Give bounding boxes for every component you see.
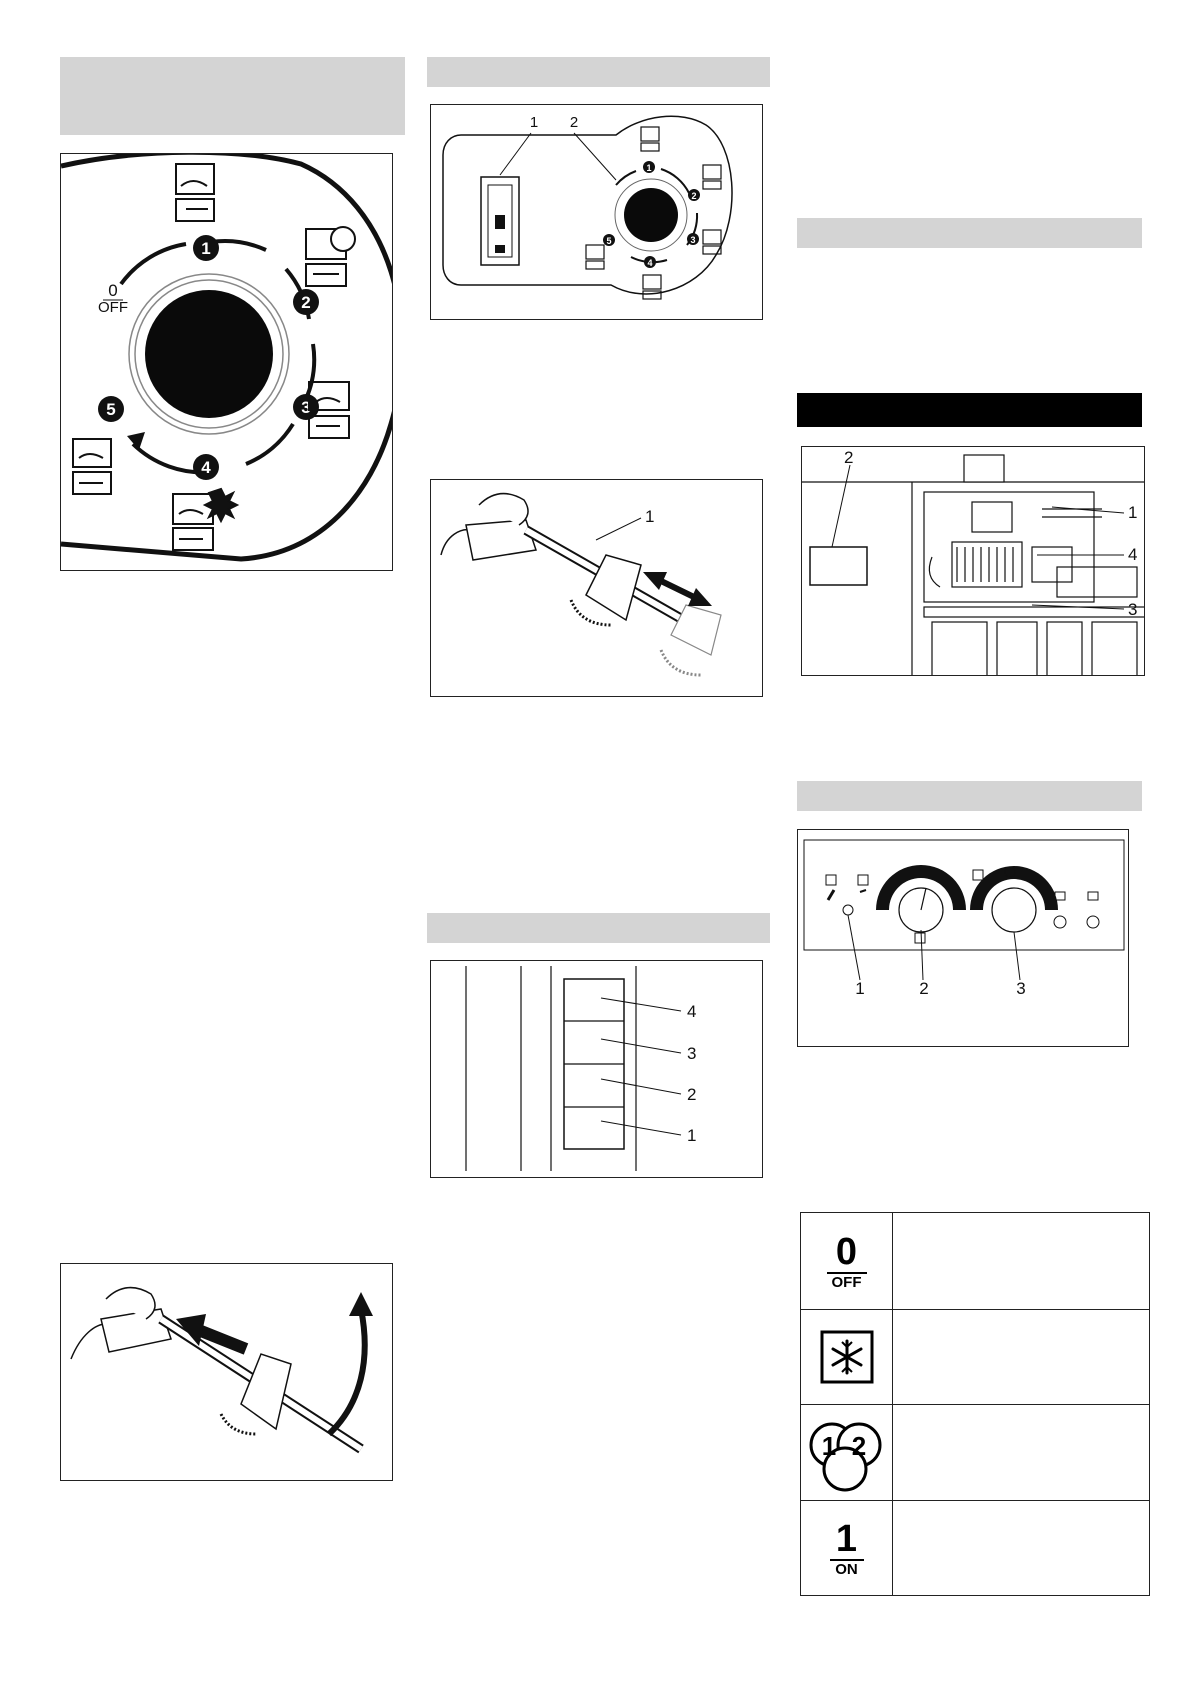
off-label-zero: 0 <box>108 281 117 300</box>
program-icon-1 <box>175 163 215 222</box>
symbol-row-frost <box>801 1309 1149 1404</box>
callout-4: 4 <box>687 1002 696 1021</box>
svg-text:4: 4 <box>647 258 652 268</box>
program-icon-5 <box>72 438 112 495</box>
symbol-table: 0 OFF <box>800 1212 1150 1596</box>
callout-3: 3 <box>1016 979 1025 998</box>
section-header-band <box>60 57 405 135</box>
svg-text:5: 5 <box>606 236 611 246</box>
section-header-band <box>427 57 770 87</box>
frost-protection-icon <box>801 1310 893 1404</box>
svg-text:1: 1 <box>646 163 651 173</box>
figure-brush-push: 1 <box>430 479 763 697</box>
callout-2: 2 <box>919 979 928 998</box>
figure-slots: 4 3 2 1 <box>430 960 763 1178</box>
callout-3: 3 <box>1128 600 1137 619</box>
section-header-band <box>797 218 1142 248</box>
svg-text:3: 3 <box>301 398 310 417</box>
svg-text:2: 2 <box>691 191 696 201</box>
svg-text:2: 2 <box>851 1431 865 1461</box>
warning-header-band <box>797 393 1142 427</box>
on-symbol-icon: 1 ON <box>801 1501 893 1595</box>
callout-4: 4 <box>1128 545 1137 564</box>
off-label-text: OFF <box>98 299 128 316</box>
callout-1: 1 <box>645 507 654 526</box>
dial-position-4: 4 <box>193 454 219 480</box>
svg-text:3: 3 <box>690 235 695 245</box>
callout-1: 1 <box>530 114 538 131</box>
figure-control-panel: 1 2 3 <box>797 829 1129 1047</box>
dial-position-3: 3 <box>293 394 319 420</box>
callout-1: 1 <box>687 1126 696 1145</box>
callout-1: 1 <box>855 979 864 998</box>
callout-1: 1 <box>1128 503 1137 522</box>
section-header-band <box>797 781 1142 811</box>
program-icon-3 <box>308 381 350 439</box>
program-1-2-icon: 1 2 <box>801 1405 893 1500</box>
symbol-row-program: 1 2 <box>801 1404 1149 1500</box>
figure-brush-lift <box>60 1263 393 1481</box>
figure-cabinet: 2 1 4 3 <box>801 446 1145 676</box>
symbol-row-off: 0 OFF <box>801 1213 1149 1309</box>
off-symbol-icon: 0 OFF <box>801 1213 893 1309</box>
callout-2: 2 <box>687 1085 696 1104</box>
section-header-band <box>427 913 770 943</box>
program-icon-4 <box>172 487 240 551</box>
dial-position-2: 2 <box>293 289 319 315</box>
figure-mode-dial: 1 2 3 4 5 0 OFF <box>60 153 393 571</box>
program-icon-2 <box>305 226 356 287</box>
callout-3: 3 <box>687 1044 696 1063</box>
svg-text:2: 2 <box>301 293 310 312</box>
callout-2: 2 <box>844 448 853 467</box>
dial-position-5: 5 <box>98 396 124 422</box>
dial-position-1: 1 <box>193 235 219 261</box>
svg-text:1: 1 <box>821 1431 835 1461</box>
svg-text:1: 1 <box>201 239 210 258</box>
symbol-row-on: 1 ON <box>801 1500 1149 1595</box>
callout-2: 2 <box>570 114 578 131</box>
svg-text:5: 5 <box>106 400 115 419</box>
svg-text:4: 4 <box>201 458 211 477</box>
figure-panel-switch: 1 2 1 2 3 4 5 <box>430 104 763 320</box>
